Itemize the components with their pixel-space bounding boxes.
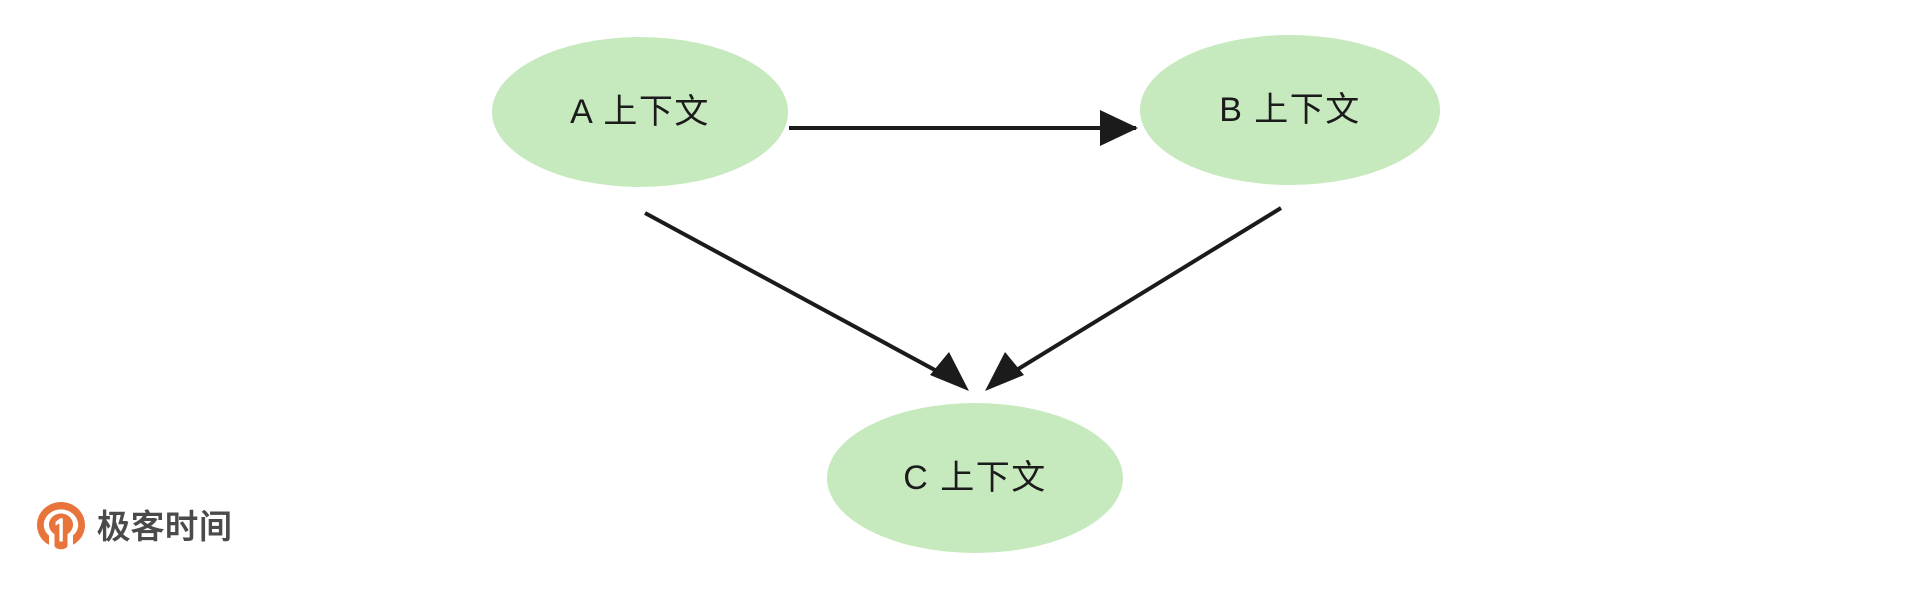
node-b-label: B 上下文 xyxy=(1219,91,1361,129)
node-group: A 上下文 B 上下文 C 上下文 xyxy=(492,35,1440,553)
edge-b-to-c-arrowhead xyxy=(985,352,1024,391)
node-c-ellipse xyxy=(827,403,1123,553)
edge-b-to-c[interactable] xyxy=(985,206,1283,391)
edge-a-to-b[interactable] xyxy=(789,110,1138,146)
node-c-label: C 上下文 xyxy=(903,459,1047,497)
edge-a-to-b-arrowhead xyxy=(1100,110,1138,146)
geektime-logo-icon xyxy=(37,502,85,552)
edge-a-to-c-line xyxy=(644,211,958,384)
brand-name-text: 极客时间 xyxy=(97,507,233,545)
edge-b-to-c-line xyxy=(995,206,1283,384)
edge-group xyxy=(644,110,1283,391)
node-c[interactable]: C 上下文 xyxy=(827,403,1123,553)
edge-a-to-c-arrowhead xyxy=(930,352,969,391)
brand-watermark: 极客时间 xyxy=(36,500,233,552)
node-b-ellipse xyxy=(1140,35,1440,185)
node-b[interactable]: B 上下文 xyxy=(1140,35,1440,185)
node-a-label: A 上下文 xyxy=(570,93,710,131)
node-a-ellipse xyxy=(492,37,788,187)
edge-a-to-c[interactable] xyxy=(644,211,969,391)
node-a[interactable]: A 上下文 xyxy=(492,37,788,187)
